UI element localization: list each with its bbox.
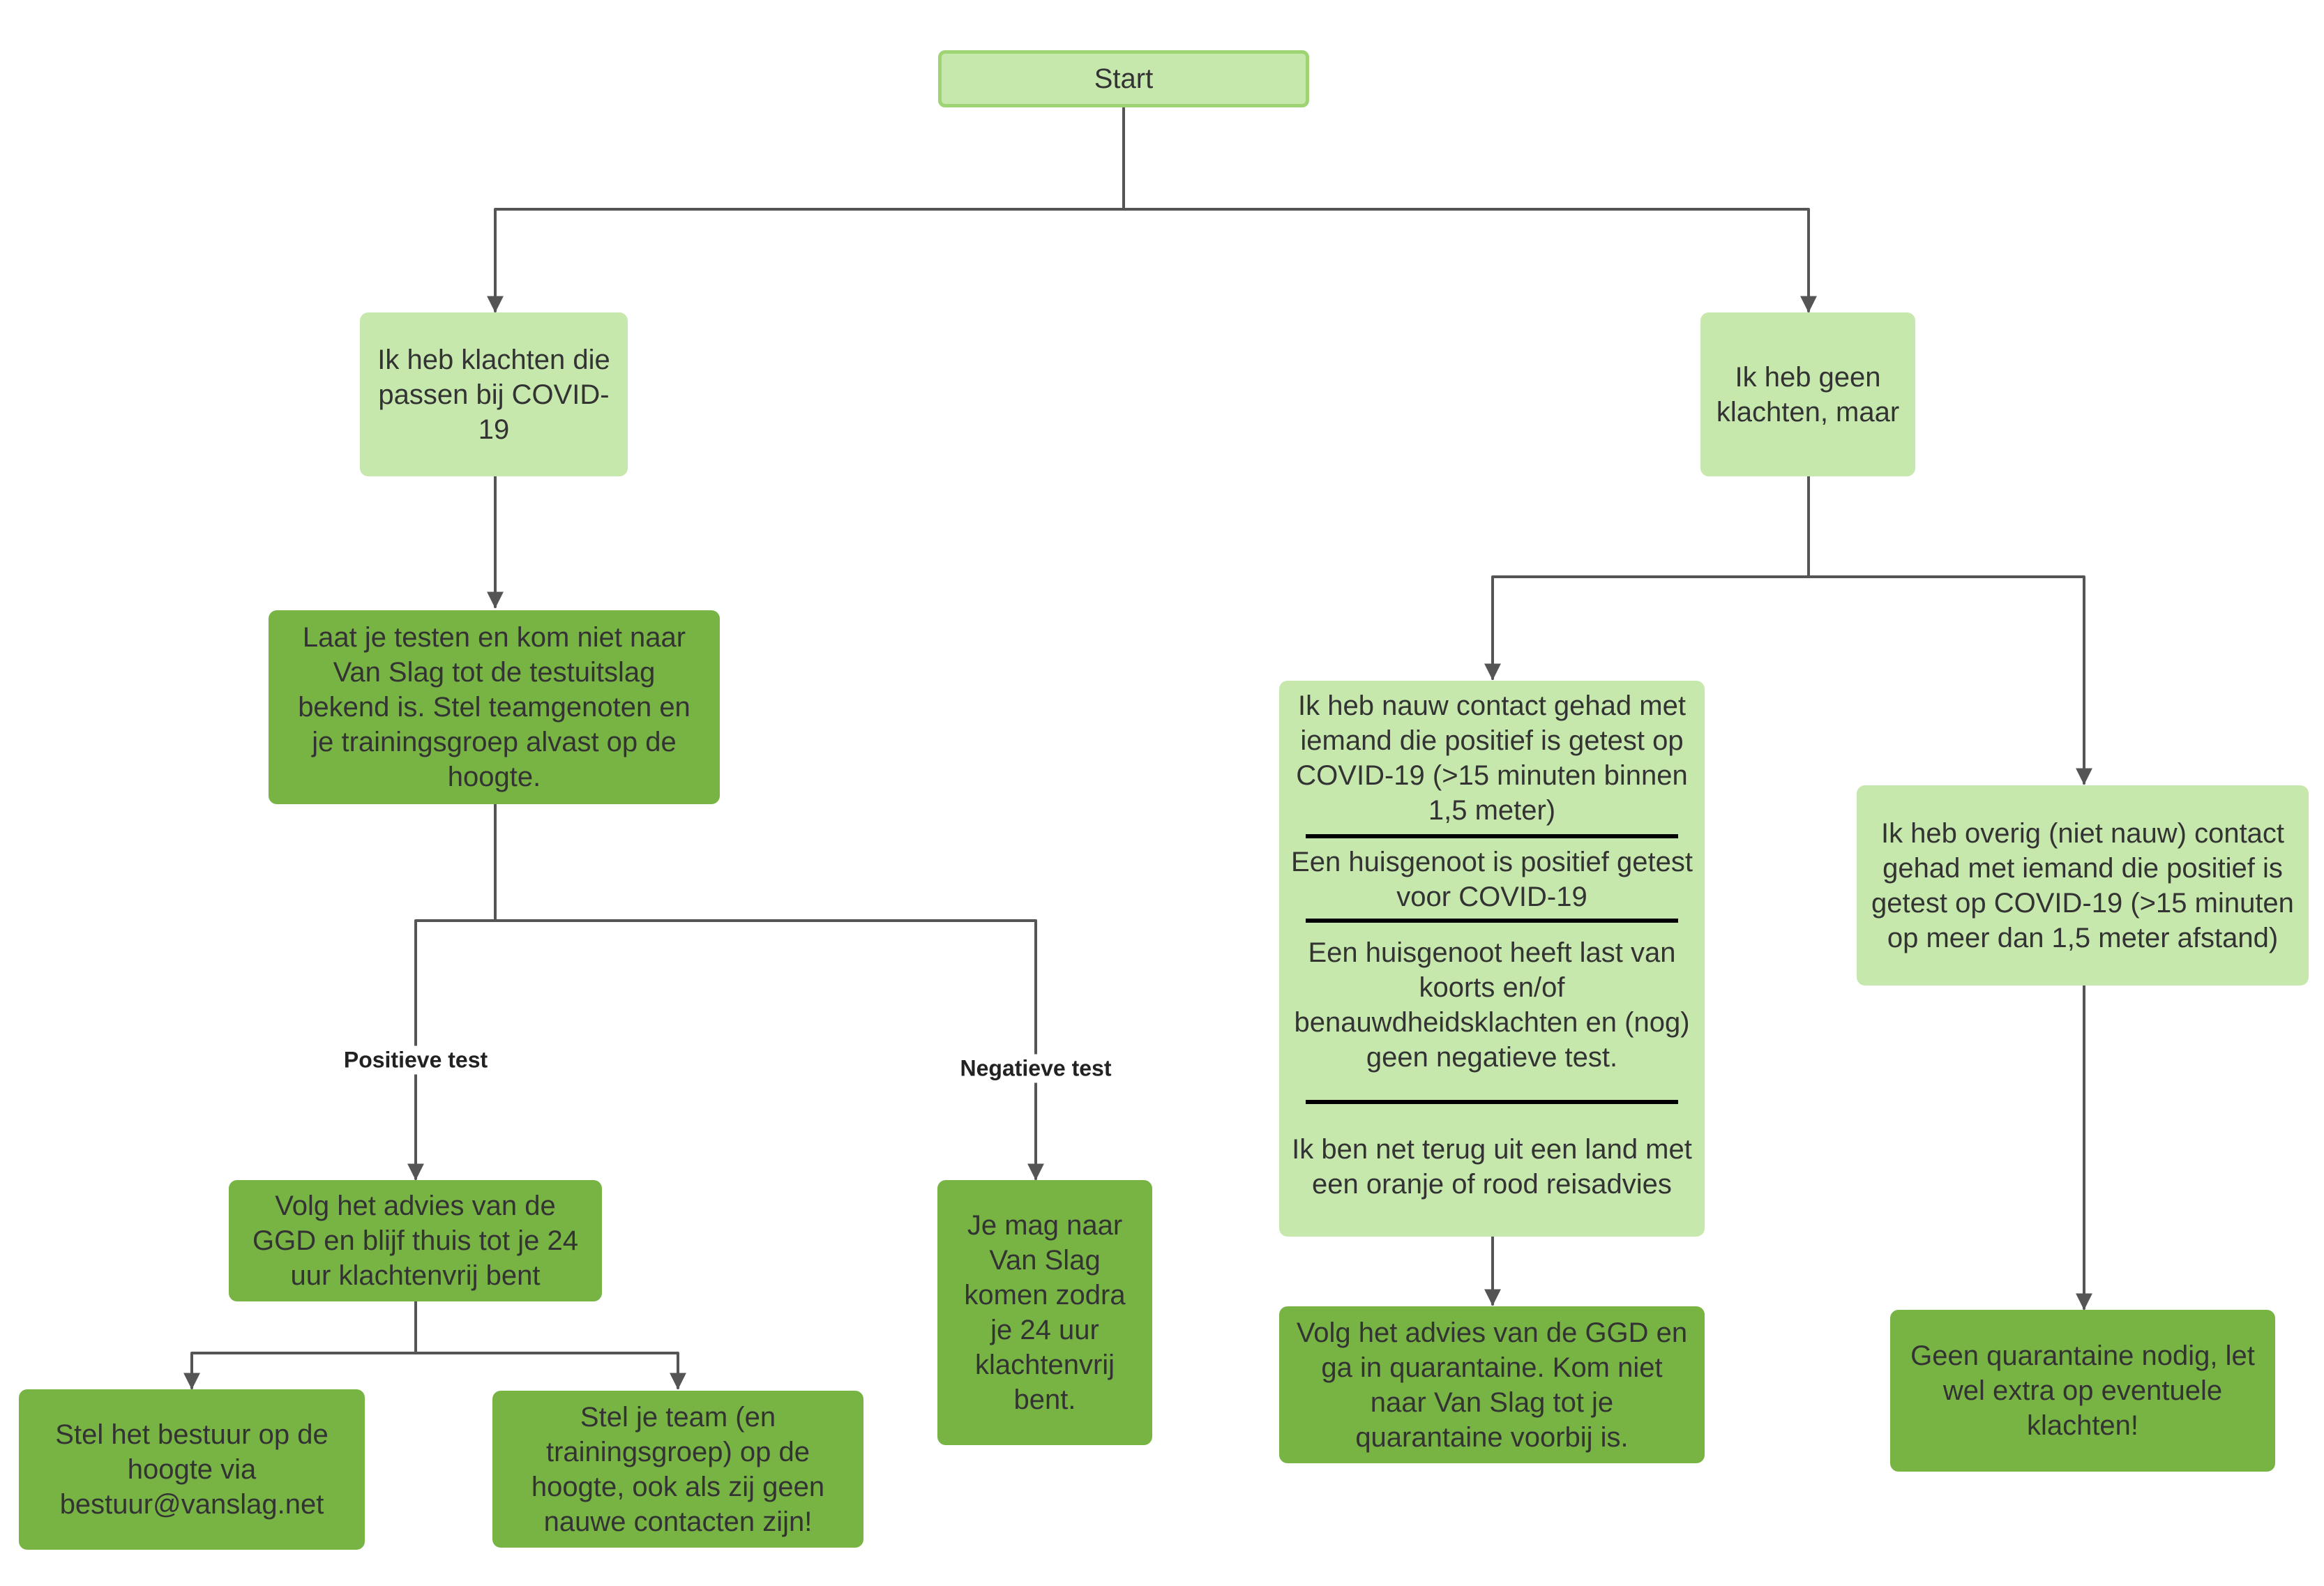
node-geen-quarantaine-text: Geen quarantaine nodig, let wel extra op… [1910, 1340, 2255, 1441]
condition-huisgenoot-koorts: Een huisgenoot heeft last van koorts en/… [1294, 937, 1690, 1073]
condition-reisadvies: Ik ben net terug uit een land met een or… [1292, 1134, 1692, 1200]
node-stel-team-text: Stel je team (en trainingsgroep) op de h… [531, 1401, 825, 1537]
node-geen-klachten: Ik heb geen klachten, maar [1700, 312, 1915, 476]
node-stel-bestuur-text: Stel het bestuur op de hoogte via bestuu… [55, 1419, 329, 1520]
node-overig-contact-text: Ik heb overig (niet nauw) contact gehad … [1871, 817, 2294, 953]
edge-label-negative-test: Negatieve test [956, 1054, 1116, 1083]
node-overig-contact: Ik heb overig (niet nauw) contact gehad … [1857, 785, 2309, 985]
connector-geen-to-overig [1807, 575, 2092, 785]
condition-divider [1306, 834, 1678, 838]
node-stel-bestuur: Stel het bestuur op de hoogte via bestuu… [19, 1389, 365, 1550]
node-mag-komen: Je mag naar Van Slag komen zodra je 24 u… [937, 1180, 1152, 1445]
node-klachten: Ik heb klachten die passen bij COVID-19 [360, 312, 628, 476]
start-label: Start [1094, 63, 1154, 94]
condition-divider [1306, 919, 1678, 923]
condition-divider [1306, 1100, 1678, 1104]
node-volg-ggd-thuis: Volg het advies van de GGD en blijf thui… [229, 1180, 602, 1301]
connector-start-to-geen-klachten [1122, 208, 1817, 313]
connector-ggd-to-team [414, 1352, 686, 1390]
connector-testen-to-negatief [494, 919, 1044, 1181]
condition-huisgenoot-positief: Een huisgenoot is positief getest voor C… [1291, 846, 1693, 912]
node-mag-komen-text: Je mag naar Van Slag komen zodra je 24 u… [964, 1210, 1126, 1415]
node-laat-testen-text: Laat je testen en kom niet naar Van Slag… [298, 622, 691, 792]
connector-ggd-to-bestuur [183, 1352, 417, 1390]
node-quarantaine-text: Volg het advies van de GGD en ga in quar… [1296, 1317, 1688, 1453]
node-geen-klachten-text: Ik heb geen klachten, maar [1716, 361, 1900, 428]
node-laat-testen: Laat je testen en kom niet naar Van Slag… [269, 610, 720, 804]
condition-nauw-contact: Ik heb nauw contact gehad met iemand die… [1296, 690, 1688, 826]
node-volg-ggd-thuis-text: Volg het advies van de GGD en blijf thui… [252, 1191, 578, 1291]
edge-label-positive-test: Positieve test [339, 1045, 492, 1075]
node-klachten-text: Ik heb klachten die passen bij COVID-19 [377, 344, 610, 445]
connector-start-to-klachten [487, 208, 1125, 313]
connector-geen-to-conditions [1484, 575, 1810, 681]
start-node: Start [938, 50, 1309, 107]
node-stel-team: Stel je team (en trainingsgroep) op de h… [492, 1391, 863, 1548]
conditions-stack: Ik heb nauw contact gehad met iemand die… [1279, 681, 1705, 1237]
node-geen-quarantaine: Geen quarantaine nodig, let wel extra op… [1890, 1310, 2275, 1472]
node-quarantaine: Volg het advies van de GGD en ga in quar… [1279, 1306, 1705, 1463]
